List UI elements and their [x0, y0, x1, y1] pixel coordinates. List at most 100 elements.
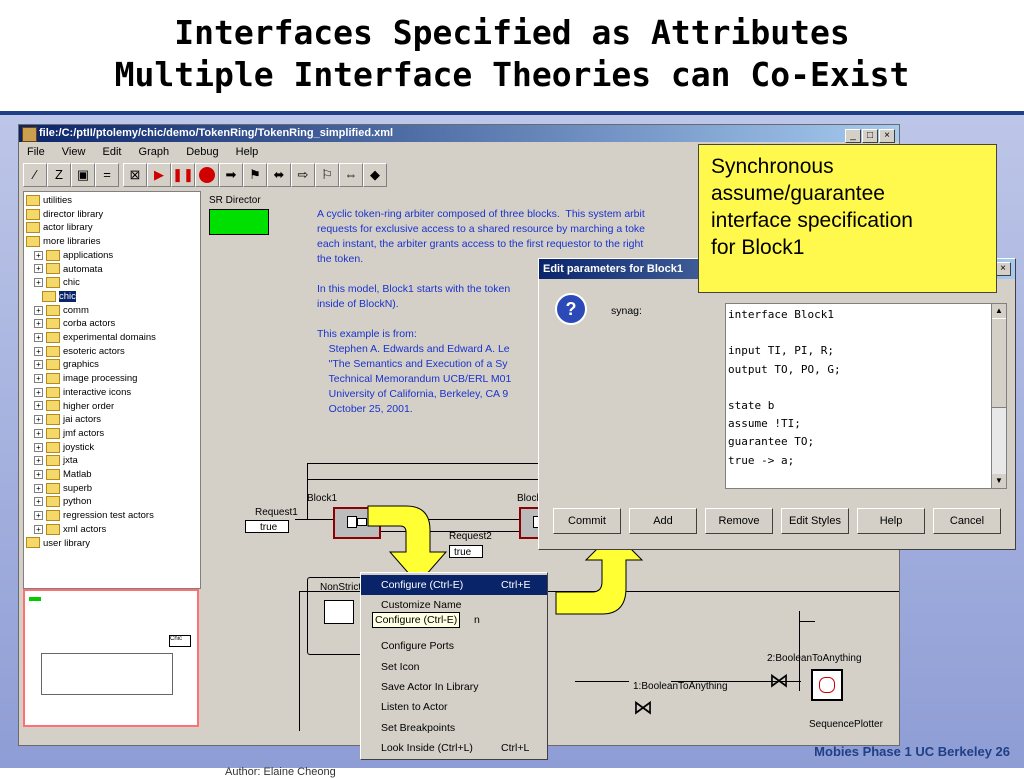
- tree-item[interactable]: +graphics: [34, 358, 99, 371]
- tree-item[interactable]: +comm: [34, 304, 89, 317]
- multiport-input-icon[interactable]: ⇨: [291, 163, 315, 187]
- stop-icon[interactable]: [195, 163, 219, 187]
- port-output-icon[interactable]: ⚑: [243, 163, 267, 187]
- tree-item[interactable]: +chic: [34, 276, 80, 289]
- plotter-icon[interactable]: [811, 669, 843, 701]
- textarea-scrollbar[interactable]: ▲ ▼: [991, 303, 1007, 489]
- window-titlebar[interactable]: file:/C:/ptII/ptolemy/chic/demo/TokenRin…: [19, 125, 899, 143]
- expand-icon[interactable]: +: [34, 305, 43, 315]
- port-input-icon[interactable]: ➡: [219, 163, 243, 187]
- context-menu-item[interactable]: Set Icon: [361, 657, 547, 677]
- commit-button[interactable]: Commit: [553, 508, 621, 534]
- tree-item[interactable]: +regression test actors: [34, 509, 154, 522]
- context-menu-item[interactable]: Customize Name: [361, 595, 547, 615]
- expand-icon[interactable]: +: [34, 250, 43, 260]
- tree-item[interactable]: +experimental domains: [34, 331, 156, 344]
- zoom-out-icon[interactable]: =: [95, 163, 119, 187]
- multiport-inout-icon[interactable]: ⇔: [339, 163, 363, 187]
- help-button[interactable]: Help: [857, 508, 925, 534]
- scroll-up-icon[interactable]: ▲: [992, 304, 1006, 318]
- multiport-output-icon[interactable]: ⚐: [315, 163, 339, 187]
- expand-icon[interactable]: +: [34, 497, 43, 507]
- expand-icon[interactable]: +: [34, 456, 43, 466]
- menu-file[interactable]: File: [27, 146, 45, 158]
- expand-icon[interactable]: +: [34, 483, 43, 493]
- tree-item[interactable]: user library: [26, 537, 90, 550]
- tree-item[interactable]: +applications: [34, 249, 113, 262]
- remove-button[interactable]: Remove: [705, 508, 773, 534]
- expand-icon[interactable]: +: [34, 511, 43, 521]
- relation-icon[interactable]: ◆: [363, 163, 387, 187]
- tree-item[interactable]: more libraries: [26, 235, 101, 248]
- expand-icon[interactable]: +: [34, 469, 43, 479]
- edit-styles-button[interactable]: Edit Styles: [781, 508, 849, 534]
- expand-icon[interactable]: +: [34, 264, 43, 274]
- tree-item[interactable]: +jai actors: [34, 413, 101, 426]
- scroll-thumb[interactable]: [992, 318, 1006, 408]
- tree-item[interactable]: +automata: [34, 263, 103, 276]
- expand-icon[interactable]: +: [34, 442, 43, 452]
- expand-icon[interactable]: +: [34, 346, 43, 356]
- minimize-icon[interactable]: _: [845, 129, 861, 143]
- tree-item[interactable]: +image processing: [34, 372, 137, 385]
- menu-edit[interactable]: Edit: [102, 146, 122, 158]
- menu-help[interactable]: Help: [235, 146, 259, 158]
- menu-graph[interactable]: Graph: [138, 146, 170, 158]
- run-icon[interactable]: ▶: [147, 163, 171, 187]
- layout-icon[interactable]: ⊠: [123, 163, 147, 187]
- context-menu-item[interactable]: Look Inside (Ctrl+L)Ctrl+L: [361, 738, 547, 758]
- expand-icon[interactable]: +: [34, 401, 43, 411]
- context-menu-item[interactable]: Configure Ports: [361, 636, 547, 656]
- tree-item[interactable]: +xml actors: [34, 523, 106, 536]
- overview-panel[interactable]: Chic: [23, 589, 199, 727]
- menu-view[interactable]: View: [61, 146, 86, 158]
- zoom-in-icon[interactable]: ∕: [23, 163, 47, 187]
- zoom-fit-icon[interactable]: ▣: [71, 163, 95, 187]
- tree-item[interactable]: +esoteric actors: [34, 345, 125, 358]
- maximize-icon[interactable]: □: [862, 129, 878, 143]
- tree-item[interactable]: +joystick: [34, 441, 94, 454]
- pause-icon[interactable]: ❚❚: [171, 163, 195, 187]
- port-inout-icon[interactable]: ⬌: [267, 163, 291, 187]
- dialog-close-icon[interactable]: ×: [995, 262, 1011, 276]
- tree-item[interactable]: chic: [42, 290, 76, 303]
- bool2-icon[interactable]: ⋈: [769, 670, 789, 692]
- expand-icon[interactable]: +: [34, 360, 43, 370]
- tree-item[interactable]: +superb: [34, 482, 92, 495]
- expand-icon[interactable]: +: [34, 278, 43, 288]
- tree-item[interactable]: +interactive icons: [34, 386, 131, 399]
- expand-icon[interactable]: +: [34, 524, 43, 534]
- scroll-down-icon[interactable]: ▼: [992, 474, 1006, 488]
- expand-icon[interactable]: +: [34, 387, 43, 397]
- sr-director[interactable]: [209, 209, 269, 235]
- expand-icon[interactable]: +: [34, 415, 43, 425]
- expand-icon[interactable]: +: [34, 428, 43, 438]
- request1-const[interactable]: true: [245, 520, 289, 533]
- tree-item[interactable]: +jxta: [34, 454, 78, 467]
- context-menu-item[interactable]: Listen to Actor: [361, 697, 547, 717]
- request2-const[interactable]: true: [449, 545, 483, 558]
- bool1-icon[interactable]: ⋈: [633, 697, 653, 719]
- tree-item[interactable]: actor library: [26, 221, 93, 234]
- tree-item[interactable]: director library: [26, 208, 103, 221]
- interface-textarea[interactable]: interface Block1 input TI, PI, R; output…: [725, 303, 993, 489]
- tree-item[interactable]: utilities: [26, 194, 72, 207]
- tree-item[interactable]: +jmf actors: [34, 427, 104, 440]
- expand-icon[interactable]: +: [34, 374, 43, 384]
- cancel-button[interactable]: Cancel: [933, 508, 1001, 534]
- nonstrict-display[interactable]: NonStrictDis: [307, 577, 401, 655]
- tree-item[interactable]: +higher order: [34, 400, 114, 413]
- zoom-reset-icon[interactable]: Z: [47, 163, 71, 187]
- expand-icon[interactable]: +: [34, 319, 43, 329]
- context-menu-item[interactable]: Save Actor In Library: [361, 677, 547, 697]
- menu-debug[interactable]: Debug: [186, 146, 219, 158]
- context-menu-item[interactable]: Configure (Ctrl-E)Ctrl+E: [361, 575, 547, 595]
- add-button[interactable]: Add: [629, 508, 697, 534]
- tree-item[interactable]: +python: [34, 495, 92, 508]
- expand-icon[interactable]: +: [34, 332, 43, 342]
- close-icon[interactable]: ×: [879, 129, 895, 143]
- context-menu-item[interactable]: Set Breakpoints: [361, 718, 547, 738]
- tree-item[interactable]: +Matlab: [34, 468, 92, 481]
